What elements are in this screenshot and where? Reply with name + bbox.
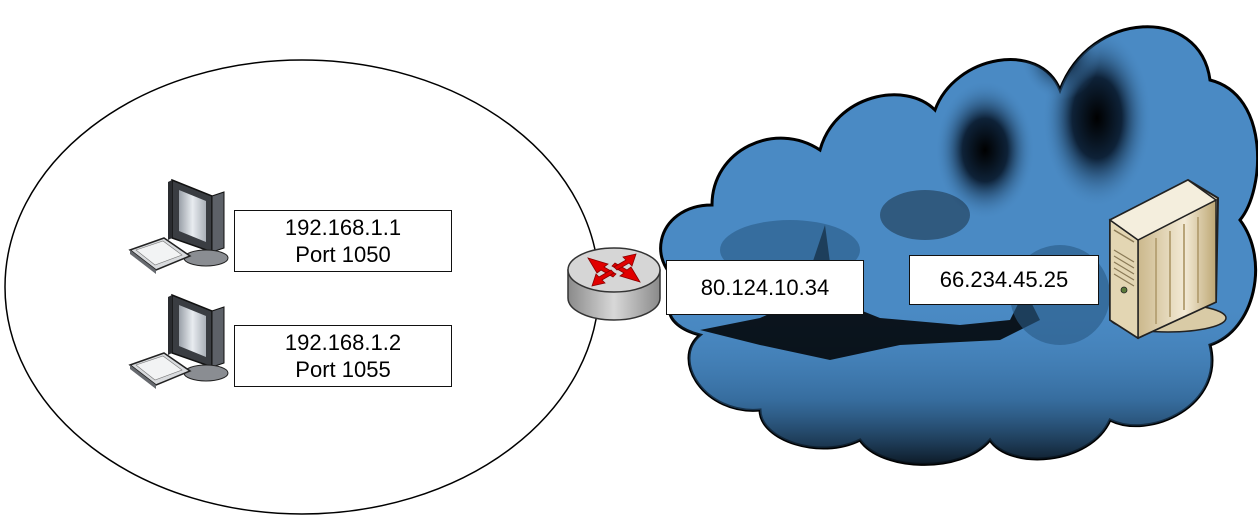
host-1-port: Port 1050: [295, 242, 391, 267]
host-2-label: 192.168.1.2 Port 1055: [234, 325, 452, 387]
desktop-computer-icon: [128, 178, 229, 274]
server-ip-label: 66.234.45.25: [909, 255, 1099, 305]
host-1-ip: 192.168.1.1: [284, 214, 402, 240]
host-1-label: 192.168.1.1 Port 1050: [234, 210, 452, 272]
host-2-port: Port 1055: [295, 357, 391, 382]
desktop-computer-icon: [128, 293, 229, 389]
host-2-ip: 192.168.1.2: [284, 329, 402, 355]
router-ip-label: 80.124.10.34: [666, 260, 864, 315]
router-icon: [567, 247, 661, 321]
router-ip: 80.124.10.34: [700, 274, 830, 300]
server-tower-icon: [1108, 178, 1227, 340]
server-ip: 66.234.45.25: [939, 267, 1069, 293]
local-network-ellipse: [4, 59, 600, 515]
